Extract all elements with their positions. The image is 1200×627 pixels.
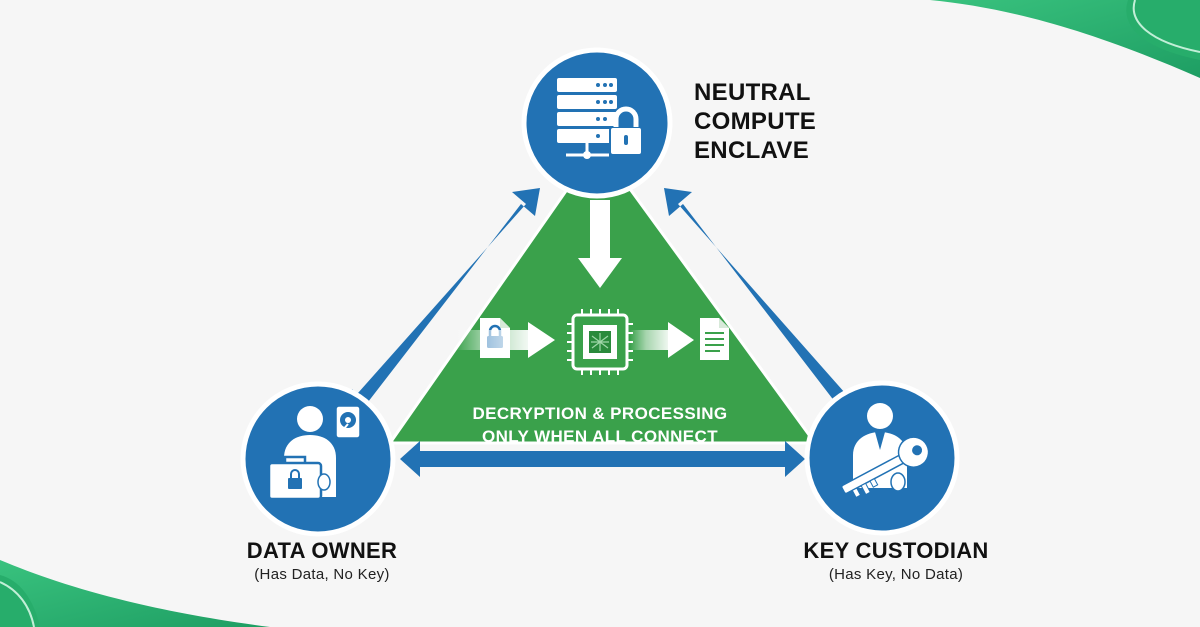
arrow-owner-custodian <box>400 441 805 477</box>
processing-caption: DECRYPTION & PROCESSING ONLY WHEN ALL CO… <box>410 402 790 448</box>
flow-arrow-2 <box>630 322 694 358</box>
top-right-corner-decoration <box>930 0 1200 78</box>
enclave-label-line-3: ENCLAVE <box>694 137 809 164</box>
down-arrow <box>578 200 622 288</box>
processing-caption-line-1: DECRYPTION & PROCESSING <box>472 404 728 423</box>
flow-arrow-1 <box>455 322 555 358</box>
data-owner-node <box>240 381 396 537</box>
server-lock-icon <box>557 78 643 159</box>
enclave-label: NEUTRAL COMPUTE ENCLAVE <box>694 78 914 165</box>
processing-caption-line-2: ONLY WHEN ALL CONNECT <box>481 427 719 446</box>
document-icon <box>700 318 729 360</box>
processing-zone-triangle <box>390 178 815 443</box>
key-custodian-label: KEY CUSTODIAN <box>803 538 989 563</box>
bottom-left-corner-decoration <box>0 560 270 627</box>
enclave-label-line-2: COMPUTE <box>694 108 817 135</box>
enclave-node <box>521 47 673 199</box>
cpu-chip-icon <box>567 309 633 375</box>
key-custodian-subtitle: (Has Key, No Data) <box>828 566 964 583</box>
enclave-label-line-1: NEUTRAL <box>694 79 811 106</box>
person-briefcase-hdd-icon <box>267 405 361 501</box>
data-owner-label: DATA OWNER <box>246 538 398 563</box>
data-owner-subtitle: (Has Data, No Key) <box>254 566 390 583</box>
person-key-icon <box>840 403 930 499</box>
key-custodian-node <box>804 380 960 536</box>
